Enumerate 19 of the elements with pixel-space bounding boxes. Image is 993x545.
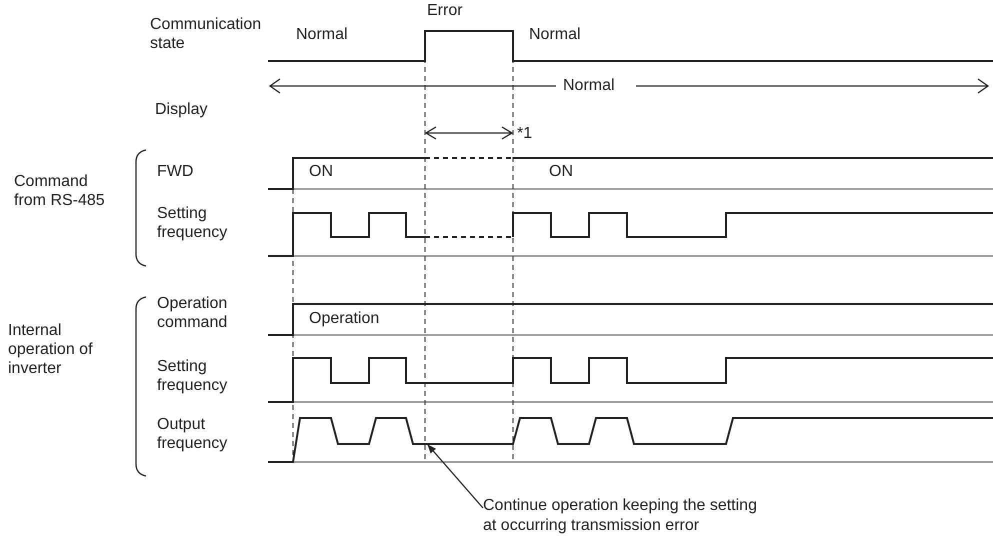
signal-label: Normal — [529, 25, 581, 44]
signal-label: Communication state — [150, 15, 262, 53]
signal-label: Output frequency — [157, 415, 228, 453]
signal-label: Internal operation of inverter — [8, 321, 94, 378]
signal-label: Error — [427, 1, 463, 20]
signal-label: Command from RS-485 — [14, 172, 106, 210]
signal-label: Operation command — [157, 294, 228, 332]
signal-label: *1 — [517, 124, 532, 143]
annotation-note: Continue operation keeping the setting at occurring transmission error — [483, 496, 768, 536]
signal-label: FWD — [157, 162, 194, 181]
signal-label: ON — [549, 162, 573, 181]
signal-label: Normal — [296, 25, 348, 44]
signal-label: Display — [155, 100, 208, 119]
signal-label: ON — [309, 162, 333, 181]
signal-label: Setting frequency — [157, 204, 228, 242]
leader-line — [427, 444, 484, 508]
timing-waveform — [268, 417, 993, 463]
signal-label: Setting frequency — [157, 357, 228, 395]
signal-label: Operation — [309, 309, 380, 328]
